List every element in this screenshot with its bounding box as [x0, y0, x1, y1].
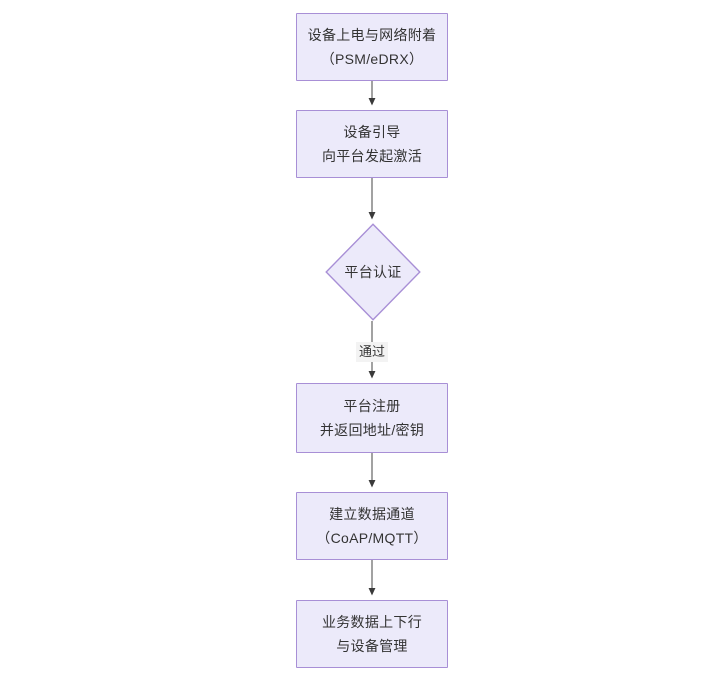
- edge-label-pass: 通过: [355, 342, 389, 362]
- node-platform-registration[interactable]: 平台注册 并返回地址/密钥: [296, 383, 448, 453]
- node-service-data-and-management[interactable]: 业务数据上下行 与设备管理: [296, 600, 448, 668]
- node-label: 设备引导 向平台发起激活: [321, 124, 423, 164]
- node-label: 设备上电与网络附着 （PSM/eDRX）: [307, 27, 437, 67]
- node-label: 平台认证: [344, 264, 402, 280]
- node-device-power-on[interactable]: 设备上电与网络附着 （PSM/eDRX）: [296, 13, 448, 81]
- node-platform-authentication[interactable]: 平台认证: [325, 223, 421, 321]
- node-label: 平台注册 并返回地址/密钥: [319, 398, 425, 438]
- node-establish-data-channel[interactable]: 建立数据通道 （CoAP/MQTT）: [296, 492, 448, 560]
- node-device-bootstrap[interactable]: 设备引导 向平台发起激活: [296, 110, 448, 178]
- node-label: 建立数据通道 （CoAP/MQTT）: [316, 506, 428, 546]
- node-label: 业务数据上下行 与设备管理: [321, 614, 423, 654]
- diamond-shape: [325, 223, 421, 321]
